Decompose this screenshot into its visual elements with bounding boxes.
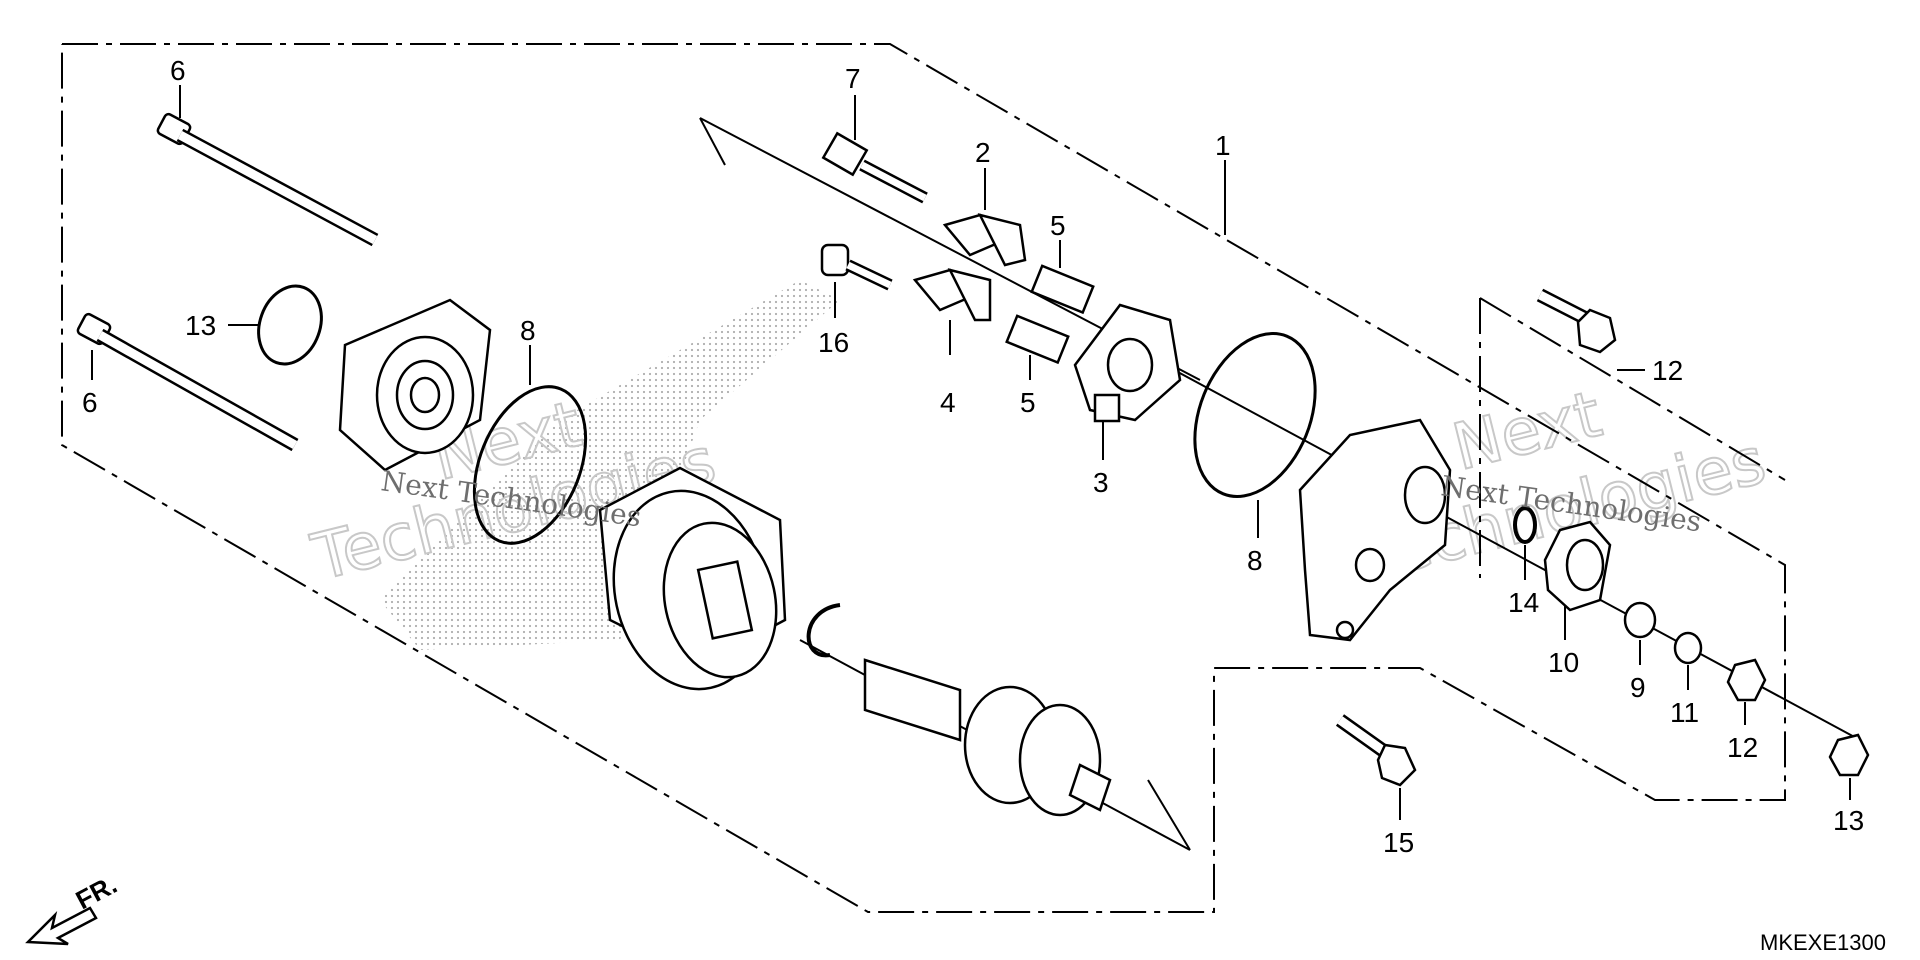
nut-13-upper bbox=[1726, 658, 1767, 702]
o-ring-8-left bbox=[472, 385, 588, 545]
o-ring-14 bbox=[257, 284, 323, 366]
callout-3: 4 bbox=[940, 387, 956, 418]
armature bbox=[863, 658, 1112, 817]
callout-15: 14 bbox=[1508, 587, 1539, 618]
watermark-logo bbox=[380, 280, 840, 650]
callout-14: 13 bbox=[185, 310, 216, 341]
assembly-boundary bbox=[61, 43, 1786, 913]
callout-5-upper: 5 bbox=[1050, 210, 1066, 241]
brush-2 bbox=[942, 213, 1027, 267]
callout-12-upper: 12 bbox=[1652, 355, 1683, 386]
callout-6-lower: 6 bbox=[82, 387, 98, 418]
front-direction-arrow: FR. bbox=[25, 869, 122, 946]
callout-16: 16 bbox=[818, 327, 849, 358]
diagram-code: MKEXE1300 bbox=[1760, 930, 1886, 955]
callout-13-lower: 13 bbox=[1833, 805, 1864, 836]
terminal-bolt-7 bbox=[821, 131, 928, 204]
callout-13-upper: 12 bbox=[1727, 732, 1758, 763]
callout-1: 1 bbox=[1215, 130, 1231, 161]
o-ring-8-right bbox=[1193, 332, 1317, 498]
callout-10: 10 bbox=[1548, 647, 1579, 678]
bolt-6-upper bbox=[156, 112, 379, 247]
callout-8-right: 8 bbox=[1247, 545, 1263, 576]
callout-9: 9 bbox=[1630, 672, 1646, 703]
spring-5-upper bbox=[1030, 264, 1095, 315]
snap-ring bbox=[806, 603, 841, 658]
nut-13-lower bbox=[1828, 733, 1870, 777]
clutch-10 bbox=[1543, 520, 1612, 612]
yoke bbox=[598, 466, 787, 691]
bolt-6-lower bbox=[76, 312, 299, 452]
front-direction-label: FR. bbox=[71, 869, 122, 915]
callout-2: 2 bbox=[975, 137, 991, 168]
callout-12-lower: 15 bbox=[1383, 827, 1414, 858]
bolt-12-lower bbox=[1335, 714, 1417, 787]
callout-4: 3 bbox=[1093, 467, 1109, 498]
leader-lines bbox=[91, 85, 1851, 820]
spring-5-lower bbox=[1005, 314, 1070, 365]
callout-7: 7 bbox=[845, 63, 861, 94]
callout-8-left: 8 bbox=[520, 315, 536, 346]
front-cover bbox=[338, 298, 492, 472]
callout-6-upper: 6 bbox=[170, 55, 186, 86]
brush-3 bbox=[912, 268, 992, 322]
washer-11 bbox=[1673, 631, 1703, 665]
washer-9 bbox=[1623, 601, 1657, 639]
rear-cover bbox=[1298, 418, 1452, 642]
bolt-12-upper bbox=[1536, 288, 1617, 354]
callout-11: 11 bbox=[1670, 697, 1699, 728]
ring-15 bbox=[1513, 506, 1537, 544]
callouts: 6 6 13 8 7 2 5 5 4 16 3 1 8 14 10 9 11 1… bbox=[82, 55, 1864, 858]
brush-holder-4 bbox=[1073, 303, 1182, 423]
bolt-16 bbox=[820, 243, 893, 291]
callout-5-lower: 5 bbox=[1020, 387, 1036, 418]
